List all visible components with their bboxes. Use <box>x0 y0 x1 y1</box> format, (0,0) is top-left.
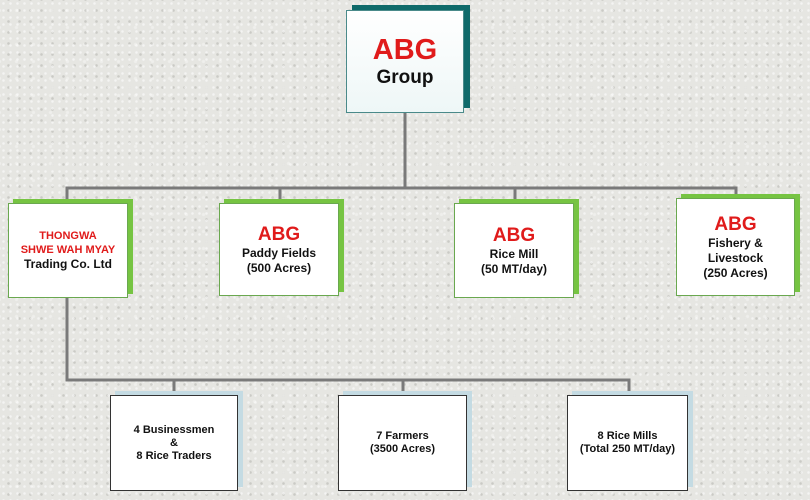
farmers-line2: (3500 Acres) <box>369 443 436 455</box>
division-node-rice-mill: ABG Rice Mill (50 MT/day) <box>454 203 574 298</box>
abg-group-subtitle: Group <box>376 66 434 88</box>
thongwa-brand-line2: SHWE WAH MYAY <box>20 244 116 256</box>
division-node-thongwa: THONGWA SHWE WAH MYAY Trading Co. Ltd <box>8 203 128 298</box>
division-node-fishery-livestock: ABG Fishery & Livestock (250 Acres) <box>676 198 795 296</box>
farmers-line1: 7 Farmers <box>376 430 429 442</box>
businessmen-line1: 4 Businessmen <box>133 423 215 436</box>
paddy-brand: ABG <box>257 223 301 245</box>
rice-mills-line2: (Total 250 MT/day) <box>579 443 676 455</box>
paddy-line1: Paddy Fields <box>241 245 317 260</box>
network-node-farmers: 7 Farmers (3500 Acres) <box>338 395 467 491</box>
fishery-line1: Fishery & <box>708 235 763 250</box>
thongwa-brand-line1: THONGWA <box>39 230 97 242</box>
fishery-brand: ABG <box>714 213 757 235</box>
fishery-line2: Livestock <box>707 250 764 265</box>
division-node-paddy-fields: ABG Paddy Fields (500 Acres) <box>219 203 339 296</box>
network-node-rice-mills: 8 Rice Mills (Total 250 MT/day) <box>567 395 688 491</box>
rice-mill-line2: (50 MT/day) <box>480 261 547 276</box>
rice-mill-brand: ABG <box>492 224 536 246</box>
abg-group-node: ABG Group <box>346 10 464 113</box>
businessmen-line3: 8 Rice Traders <box>136 449 212 462</box>
thongwa-detail: Trading Co. Ltd <box>24 257 112 271</box>
rice-mills-line1: 8 Rice Mills <box>597 430 658 442</box>
network-node-businessmen: 4 Businessmen & 8 Rice Traders <box>110 395 238 491</box>
paddy-line2: (500 Acres) <box>246 260 312 275</box>
rice-mill-line1: Rice Mill <box>489 246 539 261</box>
fishery-line3: (250 Acres) <box>703 265 768 280</box>
businessmen-line2: & <box>170 436 178 449</box>
abg-group-brand: ABG <box>372 33 438 66</box>
